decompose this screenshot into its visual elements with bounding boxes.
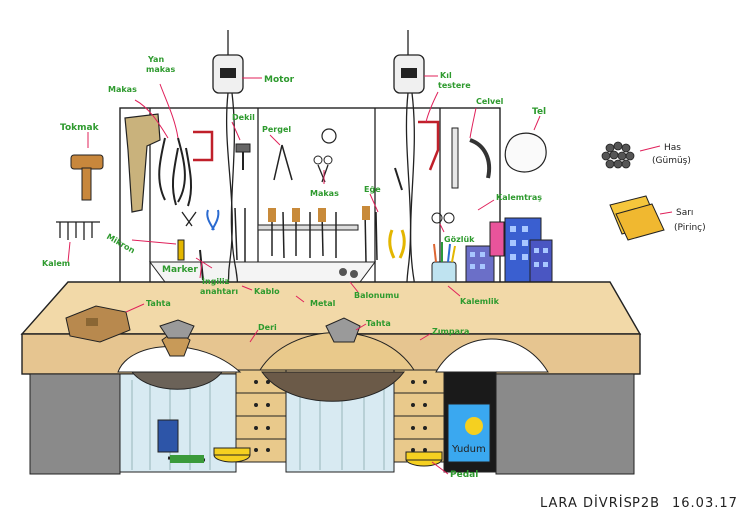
signature: LARA DİVRİS P2B 16.03.17: [540, 495, 738, 511]
tools: [56, 113, 547, 281]
label-yudum: Yudum: [451, 444, 486, 455]
label-kalemtras: Kalemtraş: [496, 193, 542, 202]
label-yan-makas-1: Yan: [147, 55, 164, 64]
legend-has: Has: [664, 143, 681, 153]
label-tahta-left: Tahta: [146, 299, 171, 308]
label-ege: Eğe: [364, 185, 381, 194]
label-tahta-mid: Tahta: [366, 319, 391, 328]
label-ingiliz-1: İngiliz: [202, 276, 230, 286]
label-tel: Tel: [532, 107, 546, 117]
label-kalem: Kalem: [42, 259, 70, 268]
label-yan-makas-2: makas: [146, 65, 175, 74]
label-dekil: Dekil: [232, 113, 255, 122]
signature-name: LARA DİVRİS: [540, 495, 633, 511]
label-deri: Deri: [258, 323, 277, 332]
label-ingiliz-2: anahtarı: [200, 287, 238, 296]
label-tokmak: Tokmak: [60, 123, 100, 133]
label-balonumu: Balonumu: [354, 291, 399, 300]
label-zimpara: Zımpara: [432, 327, 469, 336]
label-motor: Motor: [264, 75, 295, 85]
floor-items: [157, 419, 443, 467]
legend-gumus: (Gümüş): [652, 156, 691, 166]
label-kil-testere-1: Kıl: [440, 71, 452, 80]
signature-date: 16.03.17: [672, 496, 738, 511]
label-kalemlik: Kalemlik: [460, 297, 500, 306]
label-makas-top: Makas: [108, 85, 137, 94]
label-celvel: Celvel: [476, 97, 504, 106]
legend-pirinc: (Pirinç): [674, 223, 706, 233]
legend: Has (Gümüş) Sarı (Pirinç): [652, 143, 706, 233]
workbench: [20, 281, 642, 475]
label-pedal: Pedal: [450, 470, 478, 480]
label-marker: Marker: [162, 265, 198, 275]
label-gozluk: Gözlük: [444, 235, 475, 244]
arrows: [67, 75, 673, 475]
label-pergel: Pergel: [262, 125, 291, 134]
label-metal: Metal: [310, 299, 336, 308]
label-kil-testere-2: testere: [438, 81, 471, 90]
kalemtras-building: [465, 217, 553, 287]
legend-sari: Sarı: [676, 208, 693, 218]
signature-group: P2B: [632, 496, 660, 511]
label-kablo: Kablo: [254, 287, 280, 296]
legend-swatches: [601, 141, 665, 241]
label-makas-mid: Makas: [310, 189, 339, 198]
